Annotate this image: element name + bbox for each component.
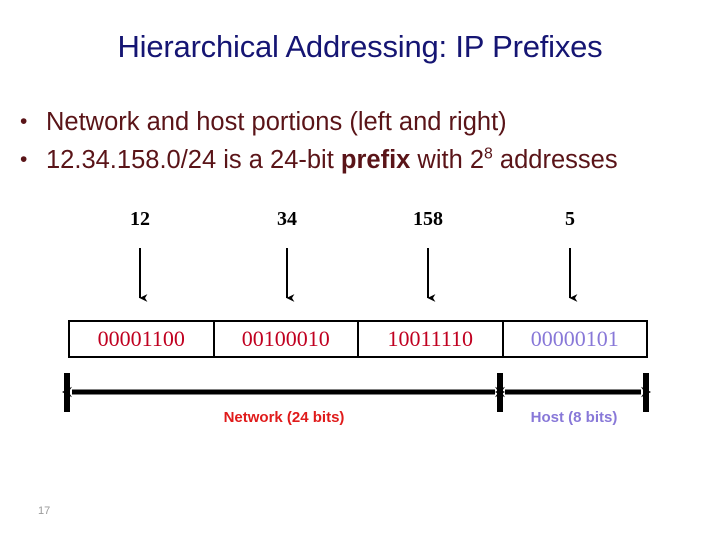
bullet-text-superscript: 8	[484, 145, 493, 163]
list-item: • 12.34.158.0/24 is a 24-bit prefix with…	[20, 141, 710, 179]
octet-label-3: 158	[413, 208, 443, 230]
binary-cell-octet-1: 00001100	[70, 322, 215, 356]
octet-decimal-labels: 12 34 158 5	[68, 208, 648, 238]
octet-label-1: 12	[130, 208, 150, 230]
octet-label-2: 34	[277, 208, 297, 230]
list-item: • Network and host portions (left and ri…	[20, 103, 710, 141]
network-range-label: Network (24 bits)	[223, 409, 345, 426]
binary-cell-octet-4: 00000101	[530, 326, 619, 351]
page-number: 17	[38, 505, 51, 517]
bullet-marker-icon: •	[20, 110, 28, 133]
bullet-text: 12.34.158.0/24 is a 24-bit prefix with 2…	[46, 141, 618, 179]
page-title: Hierarchical Addressing: IP Prefixes	[117, 29, 603, 64]
bullet-text-segment: 12.34.158.0/24 is a 24-bit	[46, 146, 341, 174]
bullet-text-segment: with 2	[410, 146, 485, 174]
bullet-list: • Network and host portions (left and ri…	[20, 103, 710, 179]
binary-cell-octet-3: 10011110	[359, 322, 504, 356]
binary-cell-octet-2: 00100010	[215, 322, 359, 356]
bullet-text-segment: addresses	[492, 146, 618, 174]
bullet-text-emphasis: prefix	[340, 146, 411, 174]
binary-address-box: 00001100 00100010 10011110 00000101	[68, 320, 648, 358]
bullet-text: Network and host portions (left and righ…	[46, 108, 507, 136]
bullet-marker-icon: •	[20, 148, 28, 171]
host-range-label: Host (8 bits)	[530, 409, 618, 426]
octet-label-4: 5	[565, 208, 575, 230]
